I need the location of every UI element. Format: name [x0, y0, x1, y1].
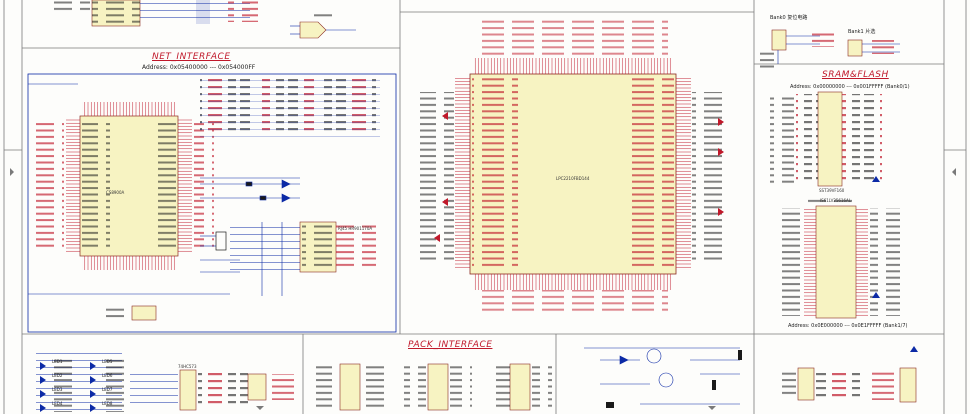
led-label-8: LED8 — [102, 401, 113, 406]
pack-interface-title: PACK_INTERFACE — [408, 340, 493, 350]
net-bus-labels — [200, 76, 380, 138]
sram-flash-title: SRAM&FLASH — [822, 70, 889, 80]
ethernet-controller — [27, 73, 397, 333]
led-label-2: LED2 — [52, 373, 63, 378]
net-interface-title: NET_INTERFACE — [152, 52, 231, 62]
led-label-6: LED6 — [102, 373, 113, 378]
net-leds — [200, 177, 300, 203]
mcu-arrows — [434, 112, 724, 242]
sram-flash-address-top: Address: 0x00000000 --- 0x001FFFFF (Bank… — [790, 84, 910, 90]
eth-chip-name: CS8900A — [106, 190, 125, 195]
led-label-4: LED4 — [52, 401, 63, 406]
flash-chip-name: SST39VF160 — [819, 188, 845, 193]
rj45-chip-name: RJ45 HR901170A — [338, 226, 373, 231]
led-bank — [36, 352, 126, 412]
sheet-frame — [3, 0, 967, 414]
sram-flash-address-bottom: Address: 0x0E000000 --- 0x0E1FFFFF (Bank… — [788, 323, 908, 329]
chip-select-circuit — [847, 39, 900, 57]
net-interface-address: Address: 0x05400000 --- 0x054000FF — [142, 64, 256, 71]
latch-chip-name: 74HC573 — [178, 364, 197, 369]
led-label-1: LED1 — [52, 359, 63, 364]
led-label-5: LED5 — [102, 359, 113, 364]
mcu-chip-name: LPC2210FBD144 — [556, 176, 590, 181]
reset-circuit — [760, 29, 834, 68]
flash-chip — [770, 91, 882, 187]
sram-chip — [776, 176, 900, 319]
frame-markers — [10, 168, 956, 410]
bank0-label: Bank0 复位电路 — [770, 15, 808, 21]
transistor-circuit — [584, 347, 742, 408]
bank1-label: Bank1 片选 — [848, 29, 876, 35]
latch-chip — [130, 369, 298, 411]
top-left-block — [50, 0, 356, 39]
led-label-7: LED7 — [102, 387, 113, 392]
pack-headers — [316, 363, 552, 411]
bottom-right-connectors — [774, 346, 918, 403]
sram-chip-name: IS61LV25616AL — [820, 198, 852, 203]
rj45-connector — [230, 221, 376, 296]
led-label-3: LED3 — [52, 387, 63, 392]
net-crystal — [200, 231, 240, 273]
mcu-chip — [420, 18, 722, 314]
